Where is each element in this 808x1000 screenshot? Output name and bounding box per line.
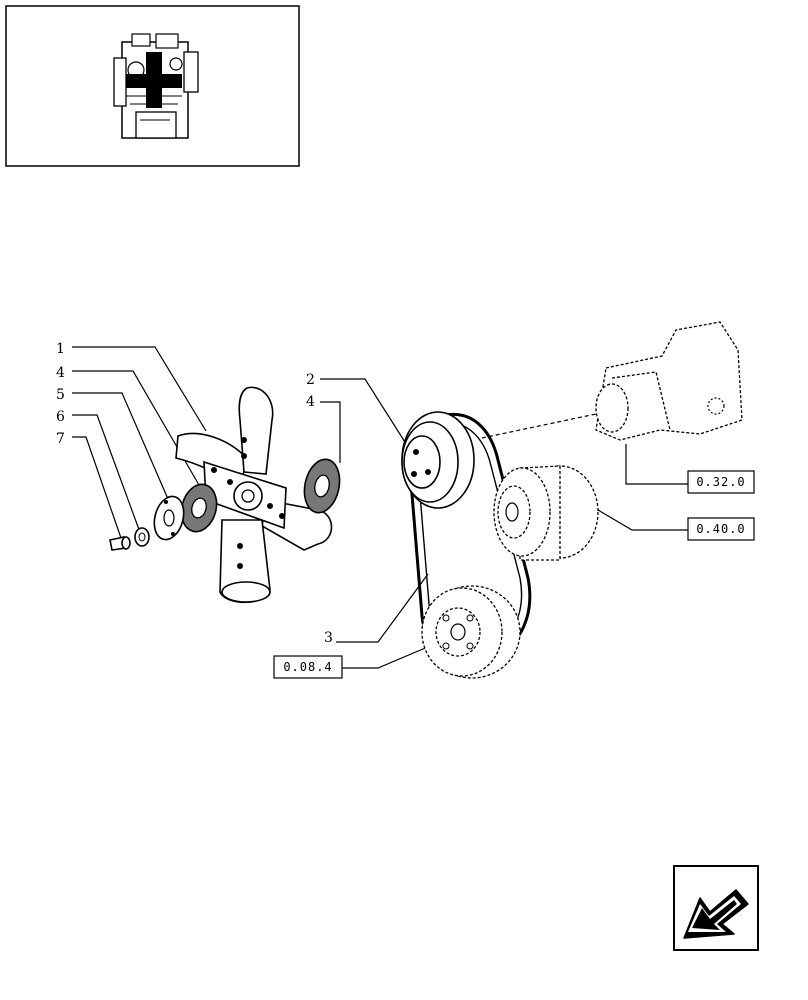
reference-box-0-40-0[interactable]: 0.40.0 (597, 509, 755, 541)
callout-2: 2 (306, 372, 315, 388)
reference-box-0-08-4[interactable]: 0.08.4 (273, 655, 343, 679)
callout-4: 4 (56, 365, 65, 381)
water-pump-pulley (401, 411, 475, 509)
flange-plate (153, 495, 185, 541)
engine-thumbnail (5, 5, 300, 167)
spacer-right (303, 458, 341, 514)
callout-3: 3 (324, 630, 333, 646)
leader-lines-center (320, 378, 431, 669)
spacer-left (180, 483, 218, 533)
callout-1: 1 (56, 341, 65, 357)
callout-7: 7 (56, 431, 65, 447)
engine-thumbnail-icon (113, 33, 199, 139)
leader-lines-left (72, 346, 207, 539)
fan-assembly (175, 386, 333, 603)
callout-6: 6 (56, 409, 65, 425)
alternator (493, 465, 599, 561)
back-arrow-button[interactable] (673, 865, 759, 951)
bolt (109, 536, 131, 551)
engine-block-outline (595, 321, 743, 441)
washer (134, 527, 150, 547)
reference-label-0-08-4: 0.08.4 (283, 660, 332, 674)
callout-4-right: 4 (306, 394, 315, 410)
reference-label-0-32-0: 0.32.0 (696, 475, 745, 489)
crankshaft-pulley (421, 585, 521, 679)
reference-label-0-40-0: 0.40.0 (696, 522, 745, 536)
callout-5: 5 (56, 387, 65, 403)
reference-box-0-32-0[interactable]: 0.32.0 (625, 444, 755, 494)
back-arrow-icon (683, 889, 749, 939)
